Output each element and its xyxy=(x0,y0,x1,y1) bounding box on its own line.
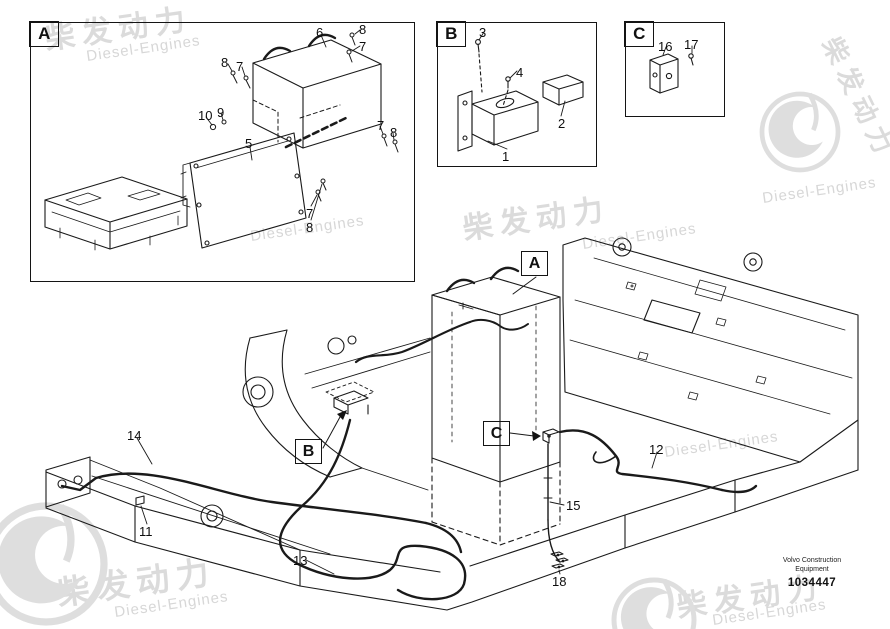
callout-part-3: 3 xyxy=(479,25,487,40)
detail-view-c-label: C xyxy=(624,21,655,48)
detail-b-artwork xyxy=(457,31,584,152)
callout-part-7: 7 xyxy=(377,118,385,133)
callout-part-18: 18 xyxy=(552,574,567,589)
title-block: Volvo Construction Equipment 1034447 xyxy=(762,556,862,589)
callout-part-11: 11 xyxy=(139,524,153,539)
detail-view-c: C xyxy=(624,21,725,117)
callout-part-7: 7 xyxy=(236,59,244,74)
callout-part-17: 17 xyxy=(684,37,699,52)
callout-part-16: 16 xyxy=(658,39,673,54)
callout-part-8: 8 xyxy=(221,55,229,70)
callout-part-15: 15 xyxy=(566,498,581,513)
company-name-line2: Equipment xyxy=(795,566,829,574)
callout-part-4: 4 xyxy=(516,65,524,80)
callout-part-8: 8 xyxy=(390,125,398,140)
callout-part-7: 7 xyxy=(359,39,367,54)
drawing-number: 1034447 xyxy=(787,577,837,590)
callout-part-8: 8 xyxy=(359,22,367,37)
main-view-artwork xyxy=(45,237,859,611)
detail-view-b-label: B xyxy=(436,21,467,48)
callout-part-1: 1 xyxy=(502,149,510,164)
detail-view-b: B xyxy=(436,21,597,167)
callout-part-7: 7 xyxy=(306,206,314,221)
detail-a-artwork xyxy=(44,29,399,251)
detail-c-artwork xyxy=(649,45,694,94)
main-ref-label-c: C xyxy=(483,421,510,446)
company-name-line1: Volvo Construction xyxy=(782,557,842,564)
detail-view-a: A xyxy=(29,21,415,282)
callout-part-13: 13 xyxy=(293,553,308,568)
callout-part-8: 8 xyxy=(306,220,314,235)
callout-part-14: 14 xyxy=(127,428,142,443)
callout-part-12: 12 xyxy=(649,442,664,457)
main-view-leader-lines xyxy=(136,276,658,575)
callout-part-2: 2 xyxy=(558,116,566,131)
callout-part-10: 10 xyxy=(198,108,213,123)
leader-arrowheads xyxy=(337,410,541,441)
main-ref-label-a: A xyxy=(521,251,548,276)
callout-part-6: 6 xyxy=(316,25,324,40)
callout-part-5: 5 xyxy=(245,136,253,151)
main-ref-label-b: B xyxy=(295,439,322,464)
callout-part-9: 9 xyxy=(217,105,225,120)
detail-view-a-label: A xyxy=(29,21,60,48)
